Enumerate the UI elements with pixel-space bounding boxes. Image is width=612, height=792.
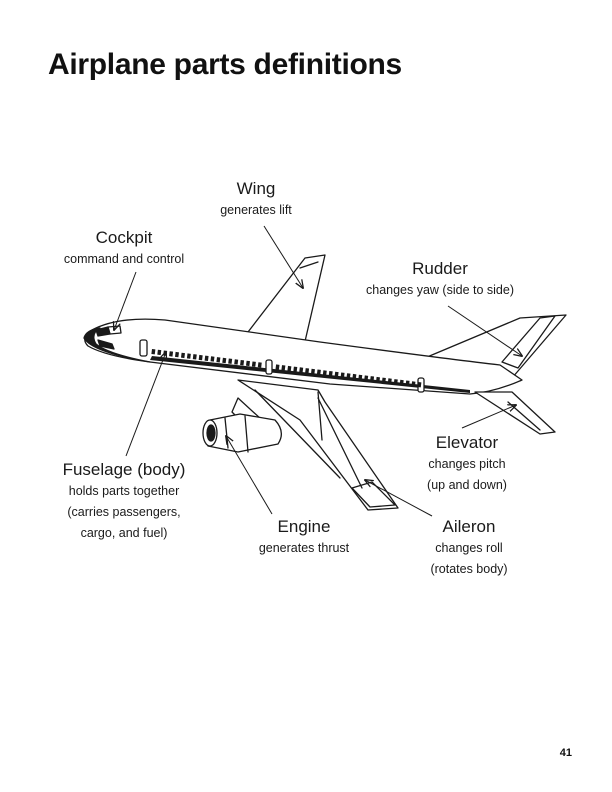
passenger-window	[157, 349, 162, 356]
label-rudder: Rudder changes yaw (side to side)	[366, 258, 514, 301]
cockpit-name: Cockpit	[95, 228, 153, 247]
passenger-window	[393, 379, 398, 385]
passenger-window	[299, 367, 304, 373]
label-cockpit: Cockpit command and control	[64, 227, 184, 270]
wing-leader	[263, 225, 303, 288]
passenger-window	[174, 351, 179, 358]
label-wing: Wing generates lift	[220, 178, 292, 221]
passenger-window	[352, 373, 357, 380]
passenger-window	[305, 368, 310, 374]
engine-name: Engine	[277, 517, 331, 536]
fuselage-desc-line2: (carries passengers,	[67, 505, 181, 519]
aileron-name: Aileron	[442, 517, 496, 536]
passenger-window	[169, 351, 174, 357]
passenger-window	[240, 359, 245, 366]
passenger-window	[316, 369, 321, 375]
cockpit-desc: command and control	[63, 252, 185, 266]
passenger-window	[405, 380, 410, 386]
fuselage-desc-line3: cargo, and fuel)	[80, 526, 168, 540]
label-aileron: Aileron changes roll (rotates body)	[430, 516, 507, 580]
near-stabilizer	[474, 391, 556, 435]
passenger-window	[257, 362, 262, 368]
label-engine: Engine generates thrust	[259, 516, 349, 559]
passenger-window	[180, 352, 185, 359]
passenger-window	[370, 376, 375, 382]
label-fuselage: Fuselage (body) holds parts together (ca…	[63, 459, 186, 544]
passenger-window	[216, 357, 221, 363]
fuselage-leader	[125, 352, 166, 457]
fuselage-name: Fuselage (body)	[62, 460, 186, 479]
elevator-desc-line1: changes pitch	[428, 457, 506, 471]
passenger-window	[287, 365, 292, 372]
page-title: Airplane parts definitions	[48, 48, 402, 81]
passenger-window	[322, 370, 327, 376]
page-number: 41	[559, 747, 572, 759]
passenger-window	[399, 379, 404, 386]
label-elevator: Elevator changes pitch (up and down)	[427, 432, 507, 496]
fuselage-shape	[84, 318, 523, 395]
passenger-window	[281, 365, 286, 371]
rudder-surface	[501, 315, 556, 369]
passenger-window	[364, 375, 369, 381]
wing-name: Wing	[236, 179, 276, 198]
near-wing	[237, 379, 399, 511]
passenger-window	[417, 381, 422, 388]
passenger-window	[381, 377, 386, 383]
passenger-window	[204, 355, 209, 361]
aileron-desc-line2: (rotates body)	[430, 562, 508, 576]
passenger-window	[375, 376, 380, 383]
passenger-window	[234, 359, 239, 365]
passenger-window	[328, 371, 333, 377]
engine-desc: generates thrust	[258, 541, 350, 555]
elevator-desc-line2: (up and down)	[427, 478, 507, 492]
passenger-window	[192, 354, 197, 360]
passenger-window	[346, 373, 351, 379]
rudder-leader	[447, 305, 522, 356]
elevator-leader	[461, 405, 516, 429]
nose-band	[83, 327, 151, 363]
passenger-window	[210, 356, 215, 362]
elevator-name: Elevator	[435, 433, 499, 452]
passenger-window	[387, 378, 392, 384]
aileron-desc-line1: changes roll	[435, 541, 503, 555]
passenger-window	[275, 364, 280, 370]
passenger-window	[340, 372, 345, 378]
rudder-desc: changes yaw (side to side)	[366, 283, 514, 297]
passenger-window	[198, 354, 203, 361]
passenger-window	[293, 366, 298, 372]
rudder-name: Rudder	[412, 259, 468, 278]
passenger-window	[358, 374, 363, 381]
passenger-window	[334, 371, 339, 378]
aileron-leader	[365, 480, 433, 517]
passenger-window	[411, 381, 416, 387]
passenger-window	[222, 357, 227, 364]
wing-desc: generates lift	[220, 203, 292, 217]
passenger-window	[310, 368, 315, 375]
passenger-window	[245, 360, 250, 367]
passenger-window	[251, 361, 256, 367]
passenger-windows	[151, 348, 422, 388]
engine-leader	[226, 436, 273, 515]
fuselage-desc-line1: holds parts together	[68, 484, 180, 498]
passenger-window	[151, 348, 156, 355]
cockpit-leader	[114, 271, 137, 330]
passenger-window	[186, 353, 191, 359]
passenger-window	[228, 358, 233, 364]
